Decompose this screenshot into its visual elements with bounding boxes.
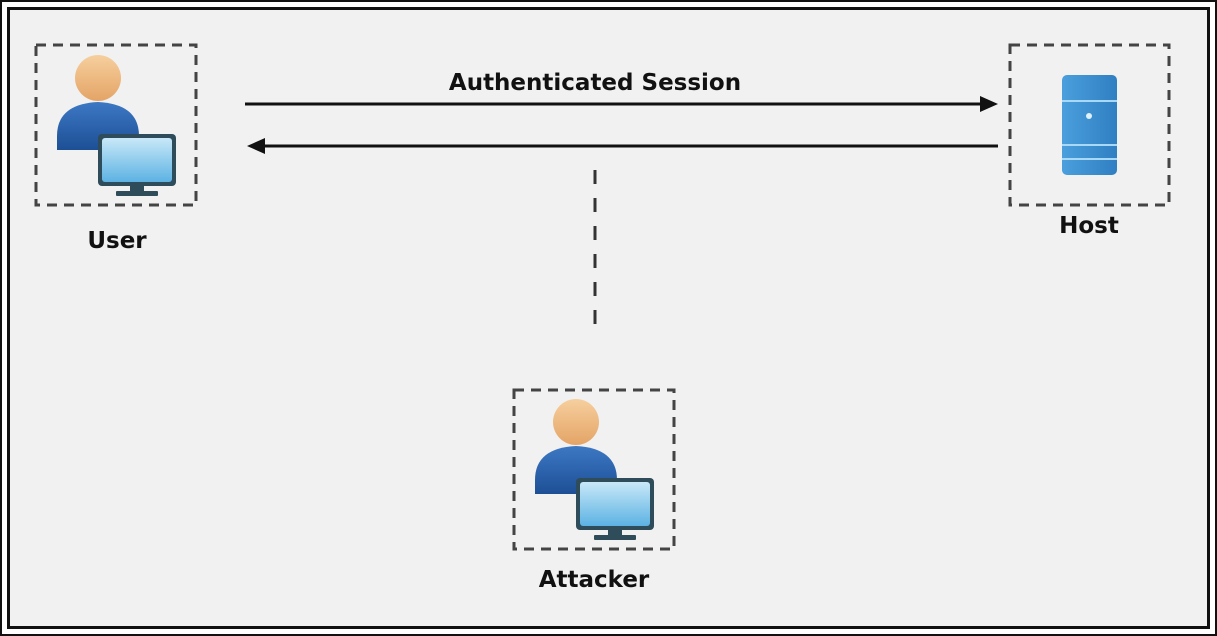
- attacker-dashed-box: [512, 388, 676, 551]
- host-dashed-box: [1008, 43, 1171, 207]
- arrowhead-left-icon: [247, 138, 265, 154]
- arrowhead-right-icon: [980, 96, 998, 112]
- user-label: User: [87, 228, 147, 254]
- session-edge: Authenticated Session: [245, 70, 998, 154]
- host-node: Host: [1008, 43, 1171, 239]
- server-icon: [1062, 75, 1117, 175]
- attacker-node: Attacker: [512, 388, 676, 593]
- attacker-label: Attacker: [539, 567, 650, 593]
- user-node: User: [34, 43, 198, 254]
- host-label: Host: [1059, 213, 1119, 239]
- user-dashed-box: [34, 43, 198, 207]
- attacker-computer-icon: [535, 399, 654, 540]
- user-computer-icon: [57, 55, 176, 196]
- session-label: Authenticated Session: [449, 70, 741, 96]
